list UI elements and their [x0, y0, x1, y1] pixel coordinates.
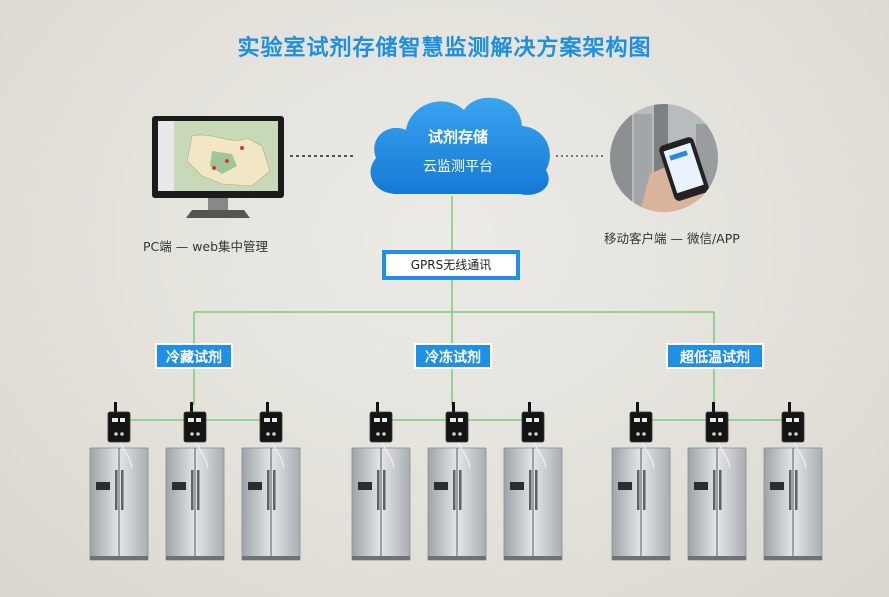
category-label-ultralow: 超低温试剂	[666, 343, 764, 369]
monitor-sensor-icon	[781, 402, 805, 443]
monitor-sensor-icon	[183, 402, 207, 443]
fridge-unit	[427, 402, 487, 561]
monitor-sensor-icon	[259, 402, 283, 443]
refrigerator-icon	[241, 447, 301, 561]
monitor-sensor-icon	[107, 402, 131, 443]
fridge-unit	[89, 402, 149, 561]
refrigerator-icon	[351, 447, 411, 561]
fridge-unit	[241, 402, 301, 561]
cloud-subtitle: 云监测平台	[423, 159, 493, 175]
monitor-sensor-icon	[629, 402, 653, 443]
monitor-sensor-icon	[521, 402, 545, 443]
refrigerator-icon	[611, 447, 671, 561]
fridge-unit	[687, 402, 747, 561]
desktop-monitor-icon	[152, 116, 284, 218]
fridge-unit	[611, 402, 671, 561]
fridge-unit	[503, 402, 563, 561]
refrigerator-icon	[89, 447, 149, 561]
monitor-sensor-icon	[369, 402, 393, 443]
cloud-icon	[370, 97, 550, 195]
category-label-frozen: 冷冻试剂	[414, 343, 492, 369]
refrigerator-icon	[503, 447, 563, 561]
cloud-title: 试剂存储	[427, 128, 488, 146]
mobile-caption: 移动客户端 — 微信/APP	[604, 231, 740, 246]
refrigerator-icon	[165, 447, 225, 561]
page-title: 实验室试剂存储智慧监测解决方案架构图	[237, 36, 652, 61]
smartphone-hand-icon	[610, 104, 718, 212]
refrigerator-icon	[687, 447, 747, 561]
refrigerator-icon	[763, 447, 823, 561]
fridge-unit	[165, 402, 225, 561]
gprs-box: GPRS无线通讯	[382, 250, 520, 280]
monitor-sensor-icon	[705, 402, 729, 443]
refrigerator-icon	[427, 447, 487, 561]
monitor-sensor-icon	[445, 402, 469, 443]
pc-caption: PC端 — web集中管理	[143, 239, 269, 254]
fridge-unit	[351, 402, 411, 561]
fridge-unit	[763, 402, 823, 561]
category-label-refrigerated: 冷藏试剂	[155, 343, 233, 369]
